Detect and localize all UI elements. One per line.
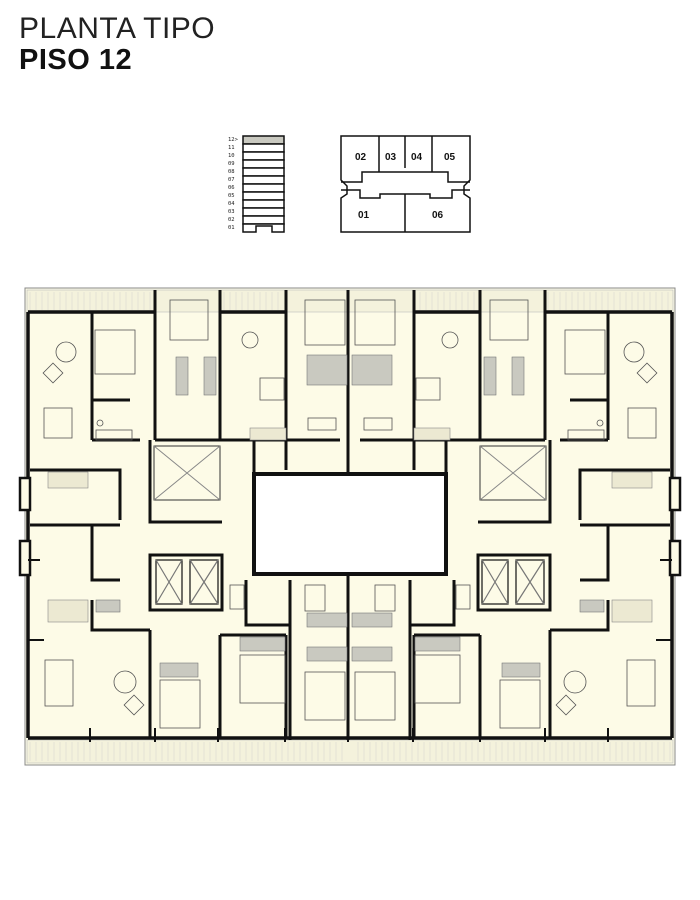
floor-label-12[interactable]: 12> [228,137,239,143]
unit-key [340,135,471,233]
unit-label-02[interactable]: 02 [355,152,367,163]
floor-label-07[interactable]: 07 [228,177,235,183]
floor-subtitle: PISO 12 [19,44,133,76]
floor-plan [18,287,682,766]
balcony-top [26,289,674,764]
plan-title: PLANTA TIPO [19,12,216,45]
unit-label-06[interactable]: 06 [432,210,444,221]
unit-key-labels: 02 03 04 05 01 06 [355,152,456,221]
bathroom-fixtures [95,417,605,612]
central-courtyard [252,472,448,576]
unit-label-03[interactable]: 03 [385,152,397,163]
floor-label-11[interactable]: 11 [228,145,235,151]
furniture-outlines [43,299,657,729]
balcony-hatching [29,292,671,761]
floor-label-04[interactable]: 04 [228,201,235,207]
floor-label-10[interactable]: 10 [228,153,235,159]
unit-label-04[interactable]: 04 [411,152,423,163]
fixtures-grey [95,354,605,678]
floor-label-06[interactable]: 06 [228,185,235,191]
floor-index-labels: 12> 11 10 09 08 07 06 05 04 03 02 01 [228,137,239,231]
side-bays [18,476,682,577]
floor-label-09[interactable]: 09 [228,161,235,167]
floor-label-08[interactable]: 08 [228,169,235,175]
unit-label-01[interactable]: 01 [358,210,370,221]
stair-cores [153,445,547,501]
unit-label-05[interactable]: 05 [444,152,456,163]
round-furniture [42,331,658,716]
floor-label-01[interactable]: 01 [228,225,235,231]
floor-label-02[interactable]: 02 [228,217,235,223]
elevator-cores [155,559,545,605]
floor-stack [242,135,285,233]
interior-walls-right [360,290,670,740]
door-markers [28,559,672,742]
kitchen-counters [47,427,653,623]
floor-label-05[interactable]: 05 [228,193,235,199]
floor-bar-highlighted [242,135,285,145]
floor-label-03[interactable]: 03 [228,209,235,215]
